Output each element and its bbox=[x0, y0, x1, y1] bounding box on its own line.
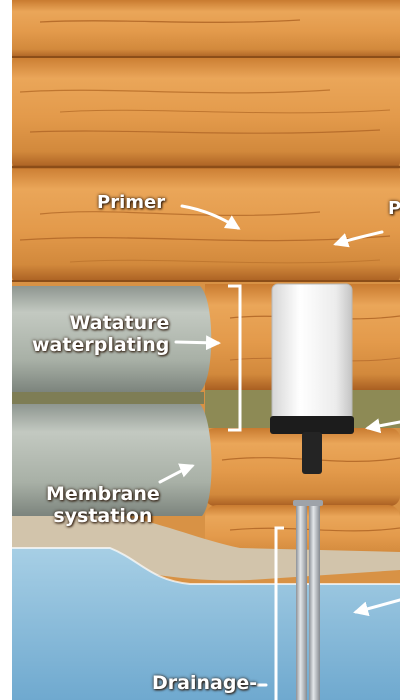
drainage-pipes bbox=[293, 500, 323, 700]
label-watature-waterplating: Watature waterplating bbox=[32, 312, 169, 356]
membrane-cylinder bbox=[270, 283, 354, 474]
label-watature: Watature bbox=[69, 312, 170, 334]
callout-arrows bbox=[158, 204, 400, 687]
label-systation: systation bbox=[53, 505, 153, 527]
label-edge-fragment: P bbox=[388, 198, 400, 219]
drainage-bracket bbox=[274, 526, 284, 700]
grey-logs bbox=[12, 286, 212, 516]
label-primer: Primer bbox=[97, 192, 166, 213]
label-membrane: Membrane bbox=[46, 483, 160, 505]
top-log-rows bbox=[12, 0, 400, 282]
label-drainage: Drainage- bbox=[152, 672, 258, 694]
bracket bbox=[228, 284, 242, 432]
label-membrane-systation: Membrane systation bbox=[46, 483, 160, 527]
label-waterplating: waterplating bbox=[32, 334, 170, 356]
